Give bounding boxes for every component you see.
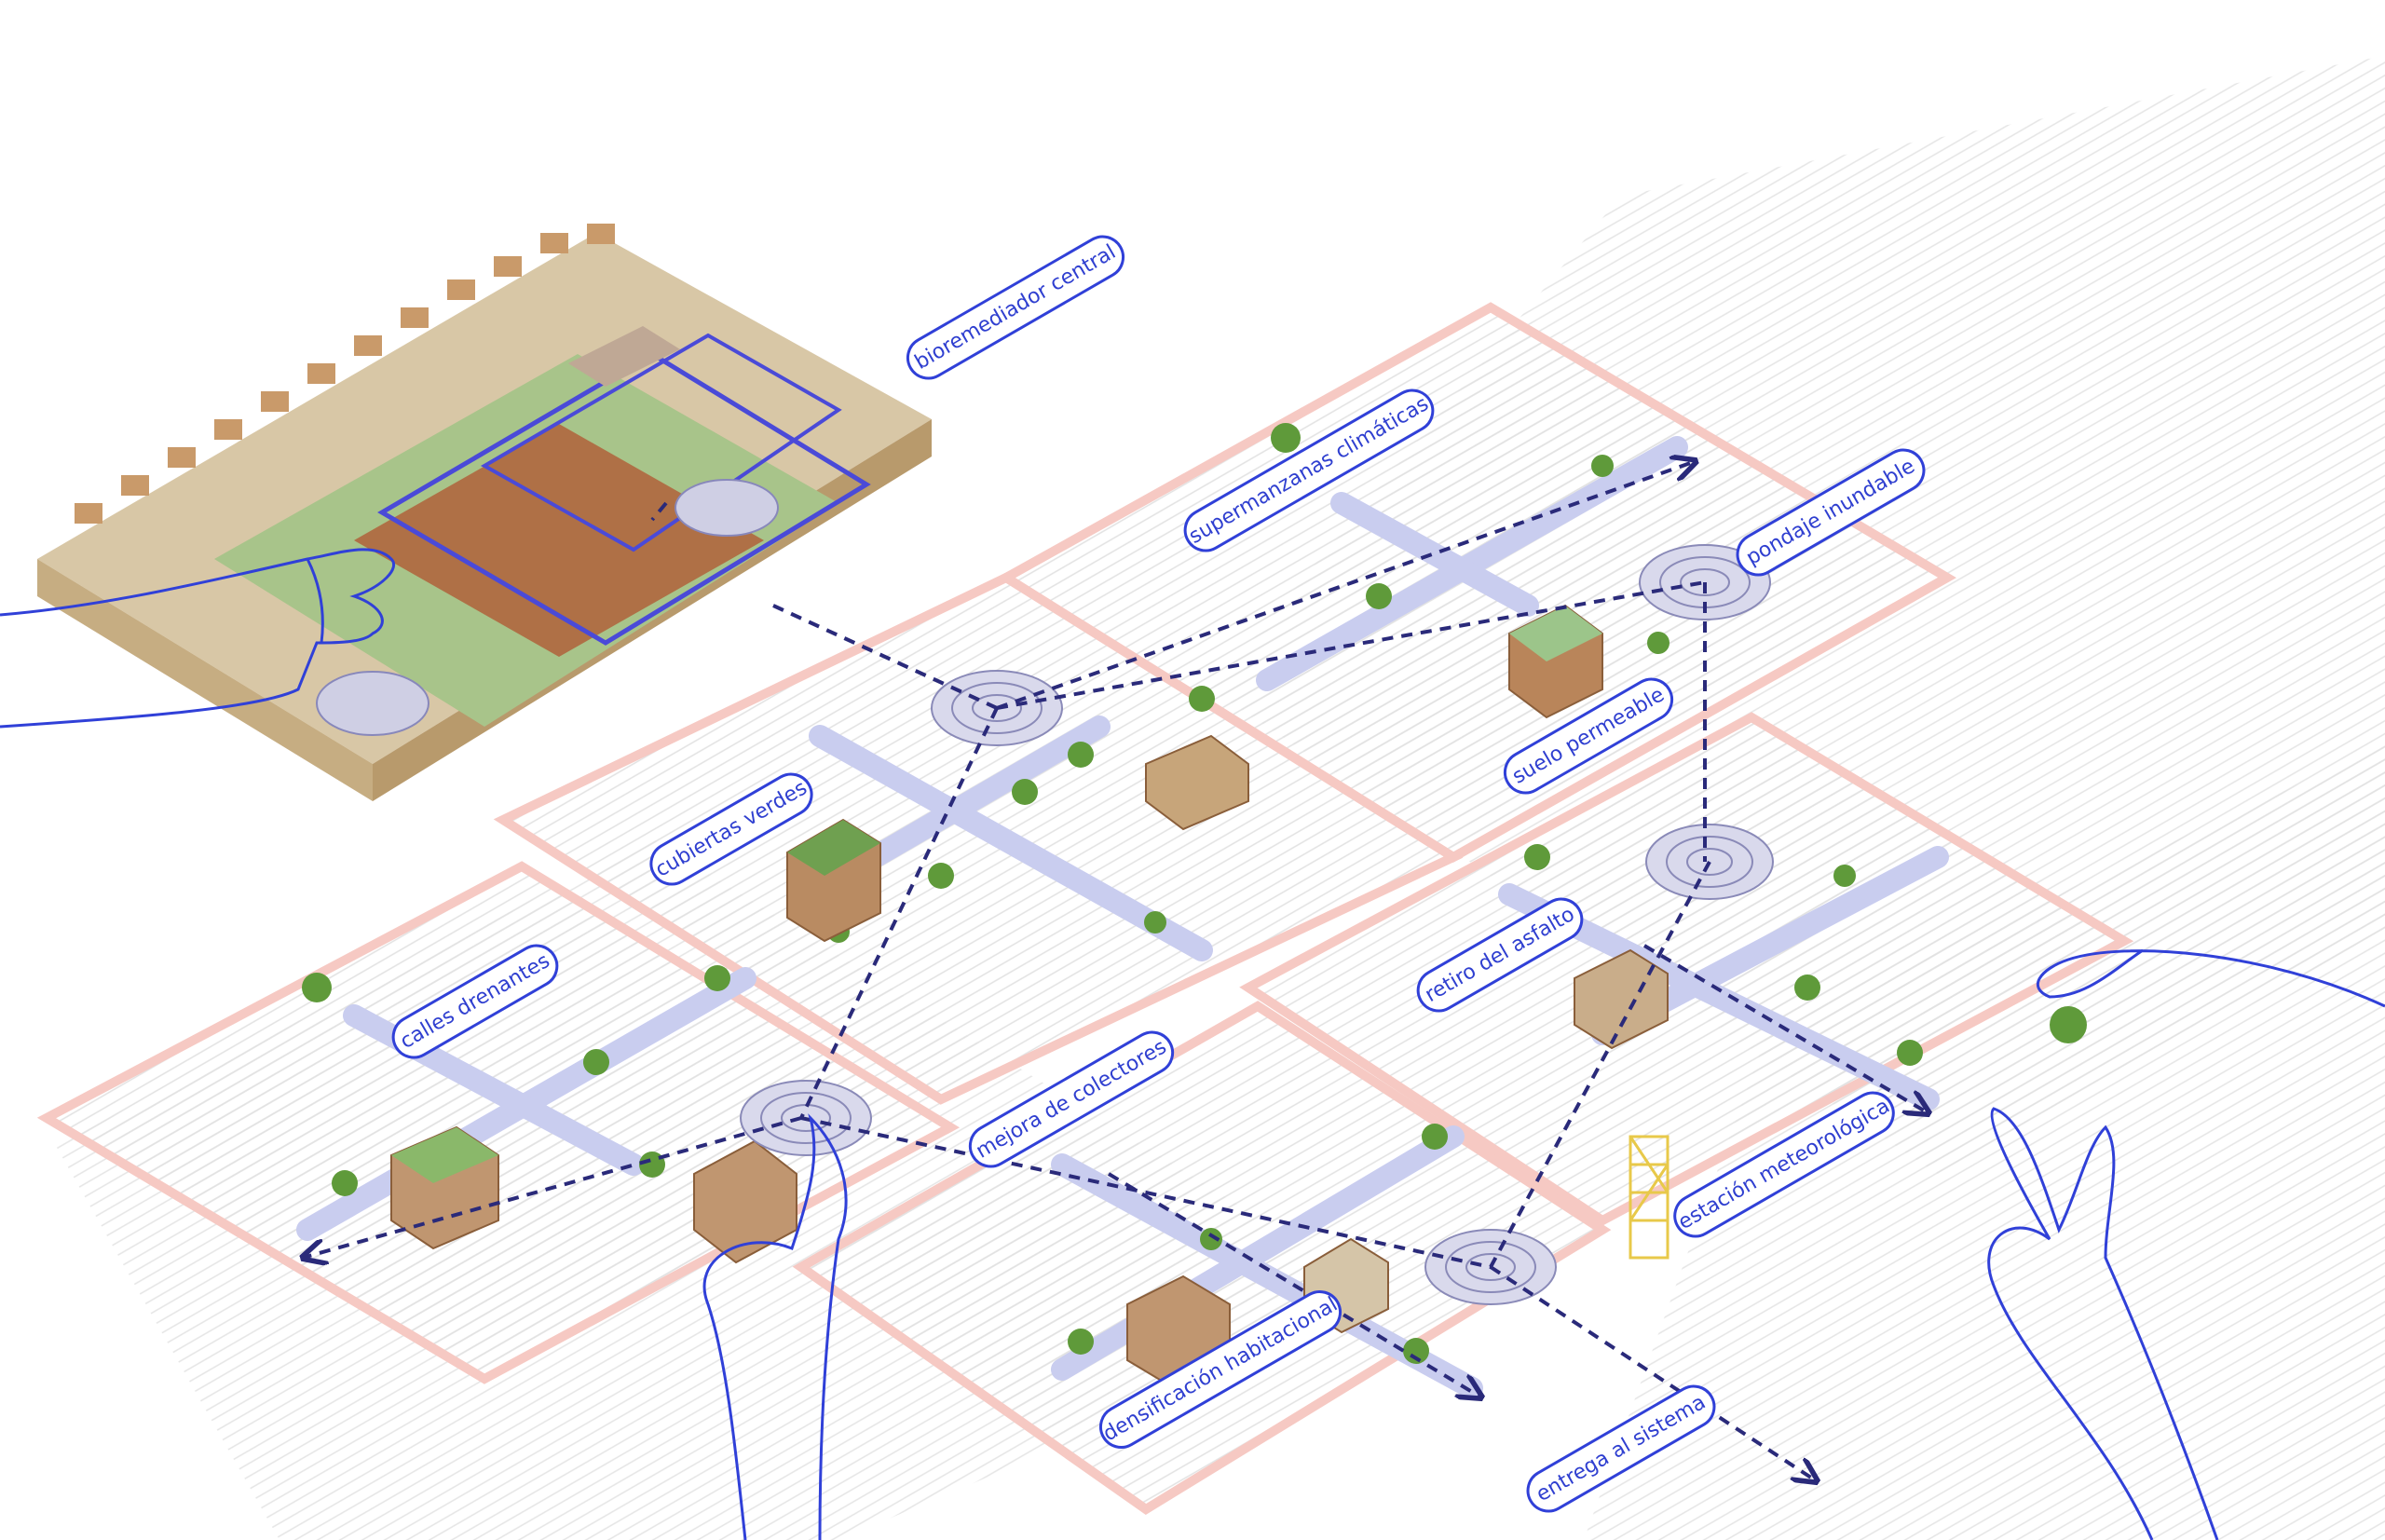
label-bioremediador: bioremediador central — [906, 235, 1125, 380]
hand-left — [0, 548, 395, 729]
bioremediador-model — [37, 224, 932, 801]
hand-right-bottom — [1987, 1107, 2219, 1540]
hand-icon — [0, 548, 2385, 1540]
flow-lines — [303, 461, 1928, 1481]
tree-icon — [302, 423, 2087, 1364]
svg-text:bioremediador central: bioremediador central — [911, 240, 1120, 375]
hand-right-top — [2037, 948, 2385, 1008]
tower-icon — [1629, 1135, 1670, 1260]
hand-center — [702, 1113, 848, 1540]
